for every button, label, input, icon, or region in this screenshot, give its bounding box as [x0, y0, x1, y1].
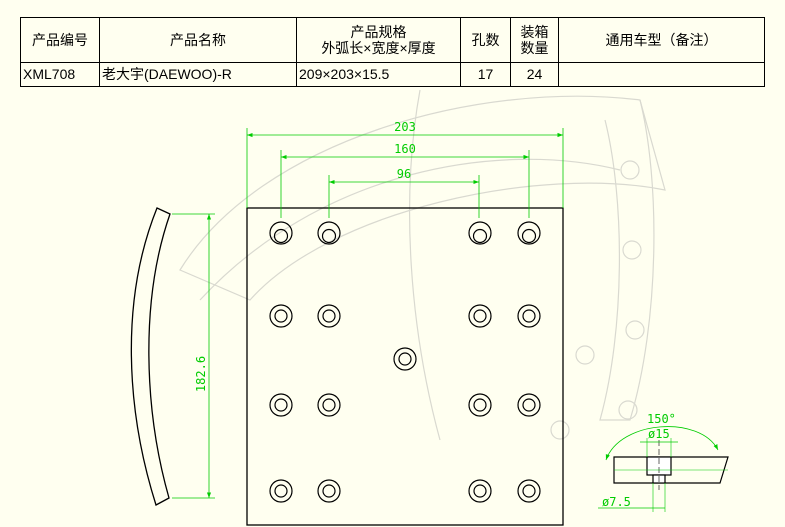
dim-angle: 150°	[647, 412, 676, 426]
inner-spacing-dimension	[328, 175, 480, 218]
header-holes: 孔数	[460, 17, 511, 63]
rivet-hole	[468, 221, 492, 245]
cell-vehicle	[558, 61, 765, 88]
dim-outer-spacing: 160	[394, 142, 416, 156]
dim-inner-spacing: 96	[397, 167, 411, 181]
rivet-hole	[517, 221, 541, 245]
ghost-brake-shoe	[179, 89, 666, 441]
rivet-holes-top	[269, 221, 541, 245]
header-box-line2: 数量	[520, 39, 549, 56]
height-dimension	[172, 213, 215, 499]
rivet-holes-grid	[269, 304, 541, 503]
header-code: 产品编号	[20, 17, 100, 63]
dim-height: 182.6	[194, 356, 208, 392]
cell-spec: 209×203×15.5	[296, 61, 461, 88]
cell-box-qty: 24	[510, 61, 559, 88]
rivet-hole	[269, 221, 293, 245]
header-vehicle: 通用车型（备注）	[558, 17, 765, 63]
rivet-hole	[317, 221, 341, 245]
table-header-row: 产品编号 产品名称 产品规格 外弧长×宽度×厚度 孔数 装箱 数量 通用车型（备…	[20, 17, 765, 63]
cell-code: XML708	[20, 61, 100, 88]
hole-section-detail	[598, 426, 729, 512]
header-spec-line2: 外弧长×宽度×厚度	[321, 39, 436, 56]
table-row: XML708 老大宇(DAEWOO)-R 209×203×15.5 17 24	[20, 61, 765, 88]
width-dimension	[246, 128, 564, 208]
cell-holes: 17	[460, 61, 511, 88]
outer-spacing-dimension	[280, 150, 530, 218]
lining-plate	[246, 207, 564, 526]
dim-width: 203	[394, 120, 416, 134]
header-spec-line1: 产品规格	[350, 23, 407, 40]
side-profile	[130, 207, 171, 506]
spec-table: 产品编号 产品名称 产品规格 外弧长×宽度×厚度 孔数 装箱 数量 通用车型（备…	[20, 17, 765, 88]
header-box-line1: 装箱	[520, 23, 549, 40]
dim-counterbore: ø15	[648, 427, 670, 441]
header-name: 产品名称	[99, 17, 297, 63]
dim-hole: ø7.5	[602, 495, 631, 509]
cell-name: 老大宇(DAEWOO)-R	[99, 61, 297, 88]
